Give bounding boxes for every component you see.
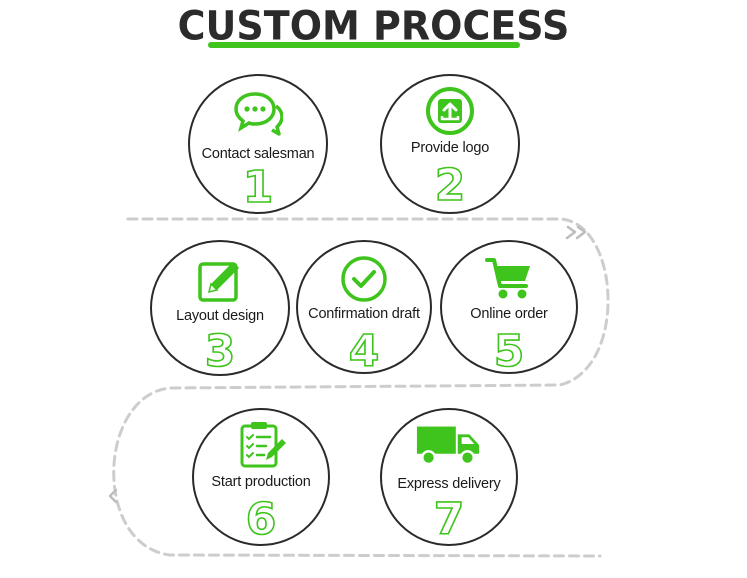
step-label: Confirmation draft <box>308 306 420 322</box>
step-number: 4 <box>348 326 380 377</box>
step-provide-logo: Provide logo 2 <box>380 74 520 214</box>
step-label: Online order <box>470 306 548 322</box>
checkmark-circle-icon <box>341 256 387 302</box>
step-express-delivery: Express delivery 7 <box>380 408 518 546</box>
step-layout-design: Layout design 3 <box>150 240 290 376</box>
clipboard-checklist-icon <box>240 422 286 468</box>
step-label: Contact salesman <box>201 146 315 162</box>
step-confirmation-draft: Confirmation draft 4 <box>296 240 432 374</box>
page-title: CUSTOM PROCESS <box>177 2 570 50</box>
step-number: 3 <box>204 326 236 377</box>
delivery-truck-icon <box>416 426 480 466</box>
step-label: Provide logo <box>410 140 490 156</box>
step-number: 6 <box>245 494 277 545</box>
title-underline <box>208 42 520 48</box>
step-start-production: Start production 6 <box>192 408 330 546</box>
upload-icon <box>426 87 474 135</box>
step-number: 5 <box>493 326 525 377</box>
step-label: Layout design <box>176 308 264 324</box>
step-online-order: Online order 5 <box>440 240 578 374</box>
step-label: Start production <box>211 474 311 490</box>
step-number: 2 <box>434 160 466 211</box>
step-contact-salesman: Contact salesman 1 <box>188 74 328 214</box>
shopping-cart-icon <box>485 258 530 299</box>
step-label: Express delivery <box>397 476 501 492</box>
edit-pencil-icon <box>198 262 239 302</box>
chat-bubbles-icon <box>234 92 283 136</box>
step-number: 1 <box>242 162 274 213</box>
step-number: 7 <box>433 494 465 545</box>
